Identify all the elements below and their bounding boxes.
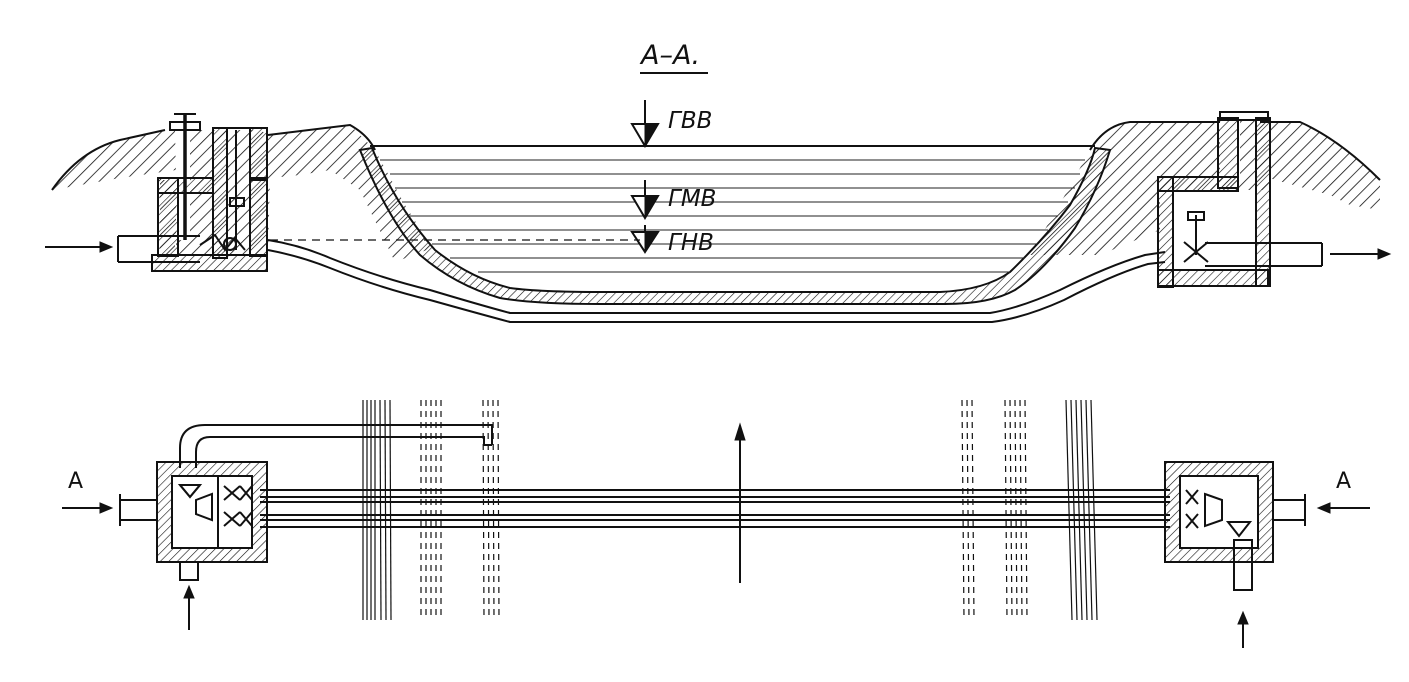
- siphon-pipe-lower: [267, 249, 1166, 323]
- bypass-pipe-outer: [179, 424, 493, 468]
- right-outlet-pipe: [1205, 242, 1392, 267]
- siphon-pipe-upper: [267, 239, 1166, 314]
- channel-lining: [358, 146, 1112, 305]
- level-gvv: ГВВ: [630, 100, 712, 148]
- left-embankment: [52, 125, 432, 262]
- section-view: ГВВ ГМВ ГНВ: [45, 100, 1392, 323]
- section-mark-right: А: [1336, 469, 1351, 494]
- level-gnv-label: ГНВ: [668, 230, 714, 256]
- level-gmv: ГМВ: [630, 180, 716, 220]
- water-body: [380, 159, 1085, 273]
- stream-flow-arrow: [734, 422, 746, 583]
- bypass-pipe-inner: [195, 436, 492, 468]
- plan-inflow-arrow-right: [1316, 502, 1370, 514]
- right-plan-chamber: [1164, 461, 1306, 591]
- level-gvv-label: ГВВ: [668, 108, 712, 134]
- section-title-group: А–А.: [639, 40, 708, 74]
- plan-siphon-pipes: [260, 489, 1170, 528]
- plan-branch-arrow-left: [183, 584, 195, 630]
- right-bank-lines: [961, 399, 1098, 621]
- section-title: А–А.: [639, 40, 700, 71]
- left-inlet-pipe: [45, 235, 200, 263]
- left-plan-chamber: [119, 461, 268, 581]
- left-inlet-chamber: [151, 113, 268, 272]
- left-bank-lines: [362, 399, 500, 621]
- plan-inflow-arrow-left: [62, 502, 114, 514]
- level-gmv-label: ГМВ: [668, 186, 716, 212]
- plan-view: А А: [62, 399, 1370, 648]
- plan-branch-arrow-right: [1237, 610, 1249, 648]
- level-gnv: ГНВ: [270, 225, 714, 256]
- section-mark-left: А: [68, 469, 83, 494]
